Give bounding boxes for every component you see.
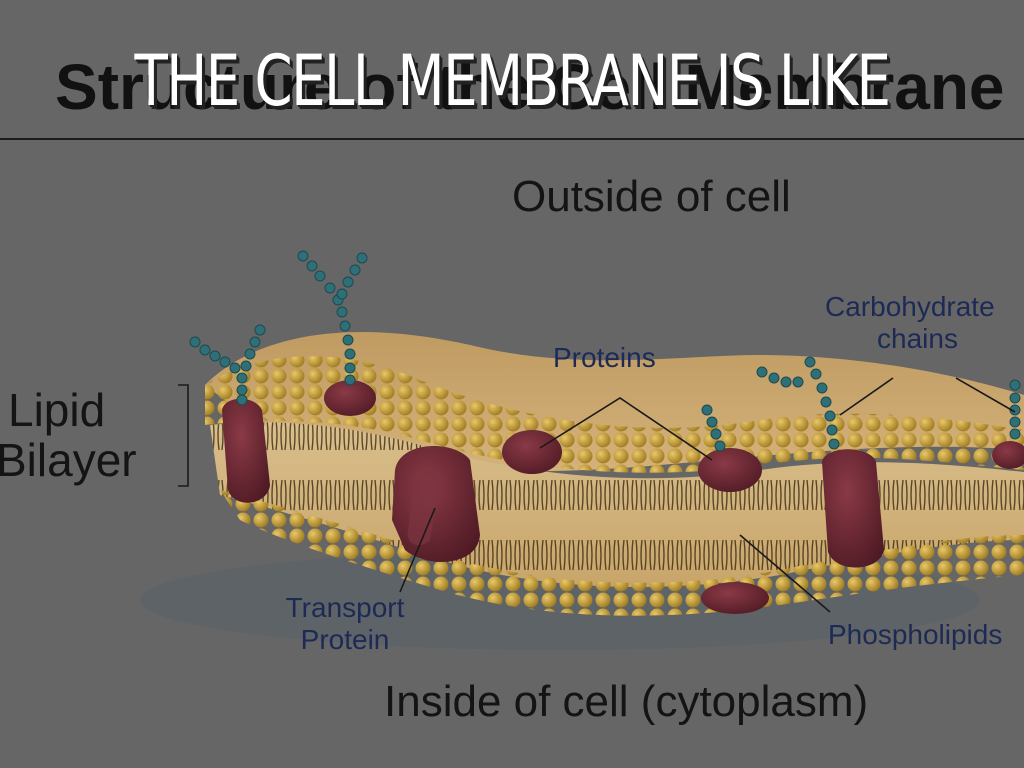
phospholipids-label: Phospholipids <box>828 619 1003 650</box>
inside-label: Inside of cell (cytoplasm) <box>384 677 869 726</box>
lipid-bilayer-label: Lipid Bilayer <box>0 385 137 485</box>
carbohydrate-line-1: Carbohydrate <box>825 291 995 322</box>
title-divider <box>0 138 1024 140</box>
transport-protein-label: Transport Protein <box>275 592 415 656</box>
carbohydrate-line-2: chains <box>877 323 958 354</box>
carbohydrate-label: Carbohydrate chains <box>825 291 1024 355</box>
underlay-title: Structure of the Cell Membrane <box>55 51 1005 123</box>
lipid-bilayer-line-1: Lipid <box>8 384 106 436</box>
outside-label: Outside of cell <box>512 172 791 221</box>
proteins-label: Proteins <box>553 342 656 373</box>
overlay-title: THE CELL MEMBRANE IS LIKE <box>134 40 892 122</box>
transport-line-2: Protein <box>300 624 390 655</box>
transport-line-1: Transport <box>285 592 405 623</box>
lipid-bilayer-line-2: Bilayer <box>0 434 137 486</box>
